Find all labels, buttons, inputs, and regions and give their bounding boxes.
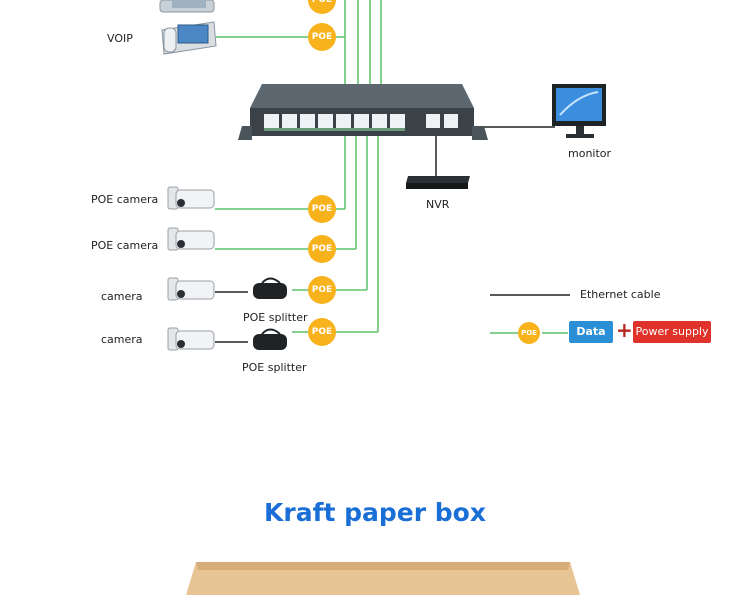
poe-badge-camera-4: POE [308,318,336,346]
legend-power-supply-badge: Power supply [633,321,711,343]
poe-cable-lines [215,0,568,334]
poe-camera-2-icon [167,227,215,251]
poe-badge-camera-3: POE [308,276,336,304]
kraft-box-image [186,562,580,595]
camera-2-label: camera [101,333,143,346]
poe-badge-voip: POE [308,23,336,51]
poe-badge-camera-1: POE [308,195,336,223]
section-title: Kraft paper box [264,498,486,527]
legend-poe-badge: POE [518,322,540,344]
ethernet-cable-lines [215,126,570,343]
legend-ethernet-label: Ethernet cable [580,288,661,301]
voip-phone-icon [161,21,217,55]
poe-splitter-1-icon [253,277,287,299]
legend-data-badge: Data [569,321,613,343]
poe-camera-2-label: POE camera [91,239,159,252]
poe-badge-top: POE [308,0,336,14]
switch-ports [264,114,458,131]
phone-top-icon [159,0,215,13]
poe-camera-1-icon [167,186,215,210]
poe-splitter-2-icon [253,328,287,350]
poe-camera-1-label: POE camera [91,193,159,206]
monitor-label: monitor [568,147,612,160]
poe-switch [238,84,488,140]
poe-badge-camera-2: POE [308,235,336,263]
camera-1-icon [167,277,215,301]
voip-label: VOIP [107,32,133,45]
monitor-icon [552,84,606,138]
camera-2-icon [167,327,215,351]
poe-splitter-2-label: POE splitter [242,361,307,374]
nvr-label: NVR [426,198,450,211]
camera-1-label: camera [101,290,143,303]
poe-splitter-1-label: POE splitter [243,311,308,324]
nvr-icon [406,176,470,189]
legend-plus-sign: + [616,318,633,342]
